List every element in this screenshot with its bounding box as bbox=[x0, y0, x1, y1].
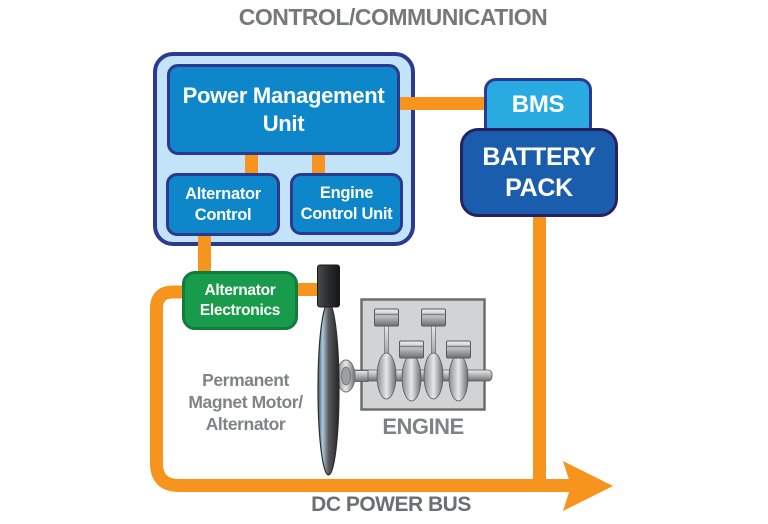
pm-motor-alternator-label: Permanent Magnet Motor/ Alternator bbox=[188, 370, 303, 434]
crankshaft bbox=[343, 369, 493, 382]
dc-power-bus-label: DC POWER BUS bbox=[311, 493, 471, 516]
engine-control-unit-box: Engine Control Unit bbox=[290, 173, 403, 235]
rotor-block bbox=[317, 264, 340, 308]
engine-block bbox=[360, 298, 486, 411]
battery-pack-box: BATTERY PACK bbox=[460, 128, 618, 217]
dc-bus-arrow-icon bbox=[563, 461, 613, 511]
engine-illustration bbox=[343, 298, 493, 411]
alternator-control-box: Alternator Control bbox=[166, 173, 280, 236]
diagram-title: CONTROL/COMMUNICATION bbox=[238, 4, 548, 30]
alternator-electronics-box: Alternator Electronics bbox=[182, 271, 298, 330]
engine-label: ENGINE bbox=[382, 414, 464, 439]
power-management-unit-box: Power Management Unit bbox=[167, 64, 400, 155]
flywheel-illustration bbox=[317, 264, 369, 476]
piston-icons bbox=[374, 308, 471, 359]
